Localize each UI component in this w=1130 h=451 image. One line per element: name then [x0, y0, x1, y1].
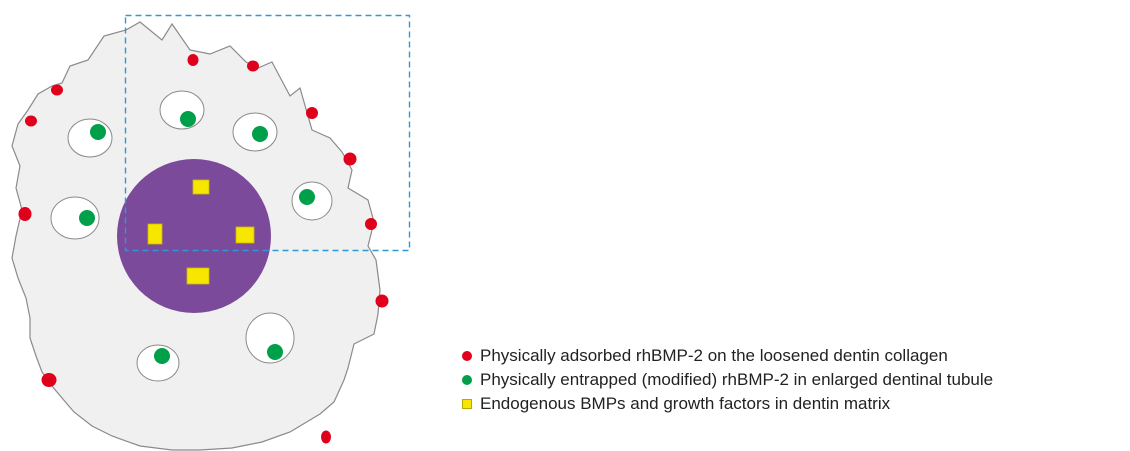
legend-item-adsorbed: Physically adsorbed rhBMP-2 on the loose… [462, 344, 1130, 368]
legend-label: Physically adsorbed rhBMP-2 on the loose… [480, 346, 948, 365]
legend: Physically adsorbed rhBMP-2 on the loose… [462, 344, 1130, 416]
adsorbed-rhbmp2-dot [375, 294, 389, 308]
adsorbed-rhbmp2-dot [25, 115, 37, 127]
endogenous-bmp-square [186, 267, 210, 285]
entrapped-rhbmp2-dot [79, 210, 95, 226]
adsorbed-rhbmp2-dot [343, 152, 357, 166]
yellow-square-icon [462, 399, 472, 409]
legend-label: Physically entrapped (modified) rhBMP-2 … [480, 370, 994, 389]
green-dot-icon [462, 375, 472, 385]
adsorbed-rhbmp2-dot [365, 218, 377, 230]
dentin-particle-diagram [11, 14, 411, 451]
adsorbed-rhbmp2-dot [51, 84, 63, 96]
entrapped-rhbmp2-dot [252, 126, 268, 142]
entrapped-rhbmp2-dot [267, 344, 283, 360]
adsorbed-rhbmp2-dot [321, 430, 331, 444]
endogenous-bmp-square [192, 179, 210, 195]
legend-item-endogenous: Endogenous BMPs and growth factors in de… [462, 392, 1130, 416]
entrapped-rhbmp2-dot [299, 189, 315, 205]
tubule [50, 196, 100, 240]
adsorbed-rhbmp2-dot [41, 373, 57, 387]
legend-item-entrapped: Physically entrapped (modified) rhBMP-2 … [462, 368, 1130, 392]
endogenous-bmp-square [147, 223, 163, 245]
dentin-matrix-core [117, 159, 271, 313]
entrapped-rhbmp2-dot [180, 111, 196, 127]
entrapped-rhbmp2-dot [154, 348, 170, 364]
entrapped-rhbmp2-dot [90, 124, 106, 140]
adsorbed-rhbmp2-dot [306, 107, 318, 119]
red-dot-icon [462, 351, 472, 361]
tubule [67, 118, 113, 158]
zoom-region-box [124, 14, 411, 252]
adsorbed-rhbmp2-dot [247, 60, 259, 72]
adsorbed-rhbmp2-dot [18, 207, 32, 221]
legend-label: Endogenous BMPs and growth factors in de… [480, 394, 891, 413]
endogenous-bmp-square [235, 226, 255, 244]
adsorbed-rhbmp2-dot [187, 54, 199, 66]
